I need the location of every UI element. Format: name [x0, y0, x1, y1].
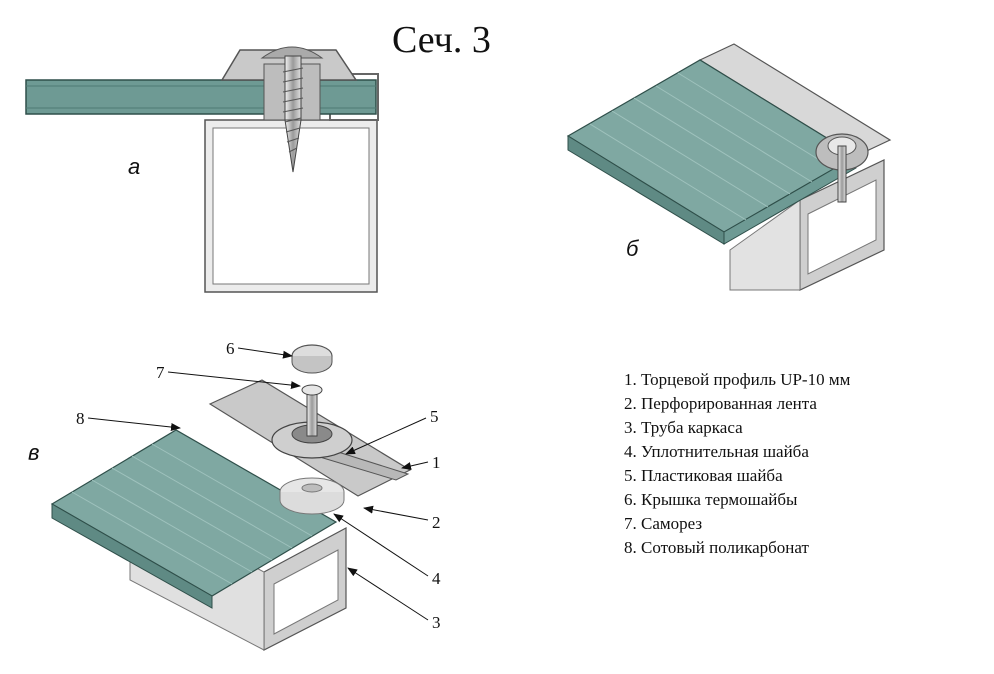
washer-cap-section [260, 46, 324, 59]
legend-item-1: 1. Торцевой профиль UP-10 мм [624, 370, 851, 389]
legend-item-4: 4. Уплотнительная шайба [624, 442, 809, 461]
legend-item-6: 6. Крышка термошайбы [624, 490, 798, 509]
callout-6: 6 [226, 339, 235, 358]
view-b-drawing [566, 43, 892, 291]
callout-4: 4 [432, 569, 441, 588]
screw-exploded [306, 391, 318, 437]
callout-2: 2 [432, 513, 441, 532]
parts-legend: 1. Торцевой профиль UP-10 мм 2. Перфорир… [624, 368, 850, 560]
callout-7: 7 [156, 363, 165, 382]
legend-item-3: 3. Труба каркаса [624, 418, 743, 437]
legend-item-7: 7. Саморез [624, 514, 703, 533]
section-a-drawing [25, 46, 379, 293]
callout-5: 5 [430, 407, 439, 426]
sealing-washer [279, 492, 345, 515]
panel-label-a: а [128, 154, 141, 179]
callout-leaders [87, 347, 429, 621]
screw-3d [837, 145, 847, 203]
callout-3: 3 [432, 613, 441, 632]
legend-item-5: 5. Пластиковая шайба [624, 466, 783, 485]
callout-1: 1 [432, 453, 441, 472]
polycarbonate-section [25, 79, 377, 115]
panel-label-v: в [28, 440, 40, 465]
view-v-drawing [50, 344, 412, 651]
panel-label-b: б [626, 236, 639, 261]
section-title: Сеч. 3 [392, 19, 491, 61]
legend-item-8: 8. Сотовый поликарбонат [624, 538, 809, 557]
legend-item-2: 2. Перфорированная лента [624, 394, 817, 413]
callout-8: 8 [76, 409, 85, 428]
